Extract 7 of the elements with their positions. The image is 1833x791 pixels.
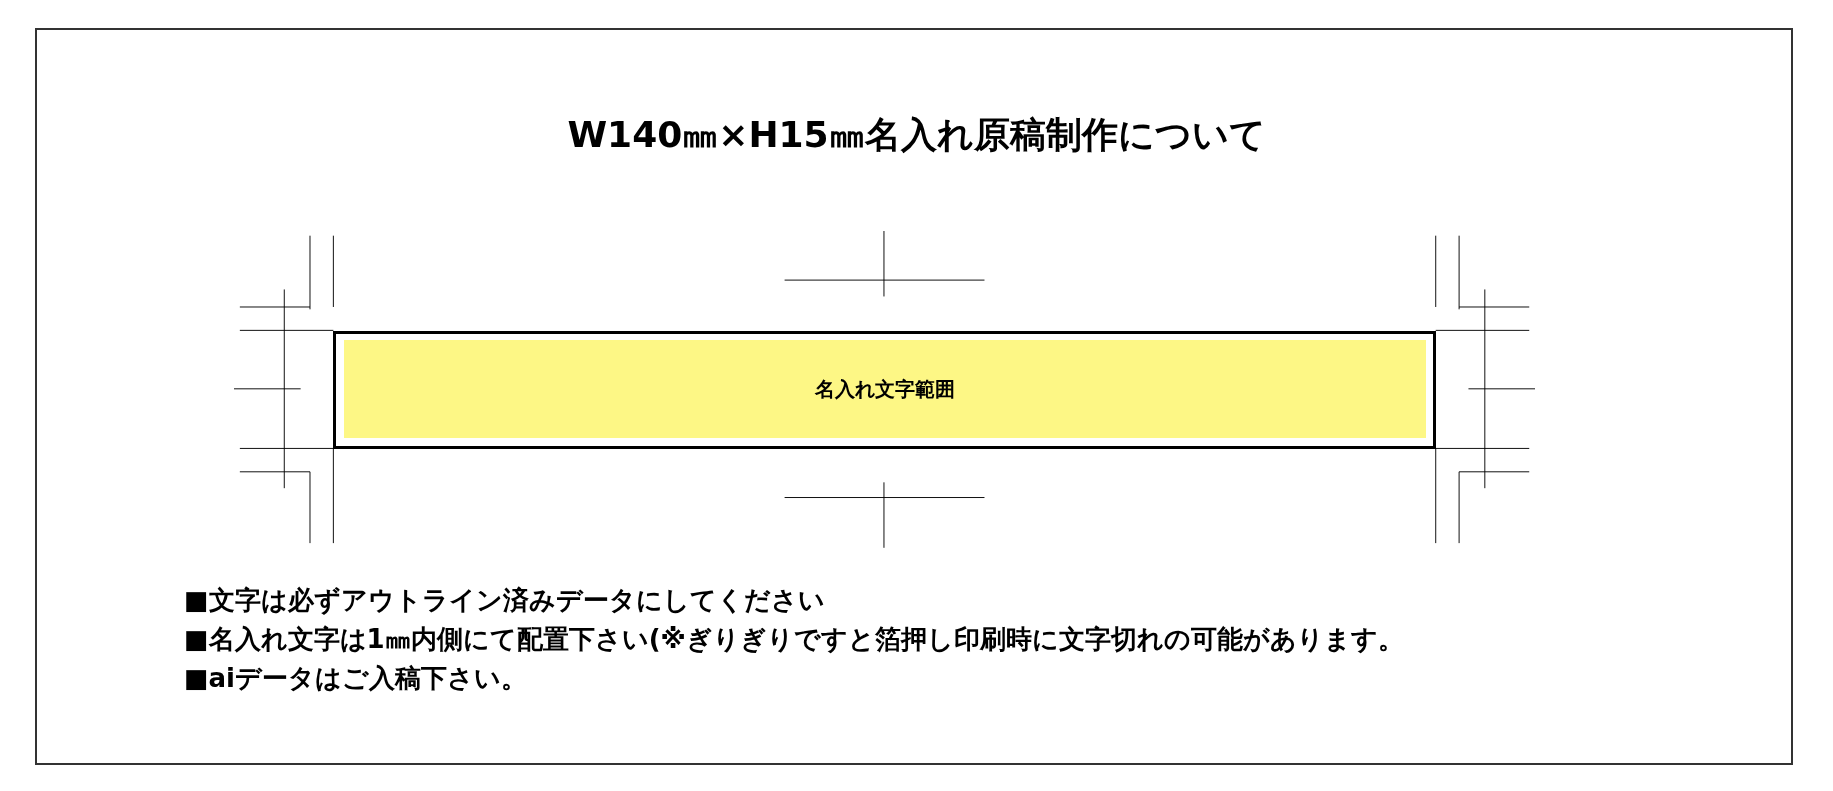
title: W140㎜×H15㎜名入れ原稿制作について (566, 113, 1267, 157)
note-text: ■aiデータはご入稿下さい。 (184, 662, 529, 695)
note-text: ■名入れ文字は1㎜内側にて配置下さい(※ぎりぎりですと箔押し印刷時に文字切れの可能があります。 (184, 623, 1404, 656)
text-area (343, 340, 1427, 439)
area-label: 名入れ文字範囲 (814, 376, 955, 404)
border-box (333, 330, 1436, 449)
note-text: ■文字は必ずアウトライン済みデータにしてください (184, 584, 826, 617)
